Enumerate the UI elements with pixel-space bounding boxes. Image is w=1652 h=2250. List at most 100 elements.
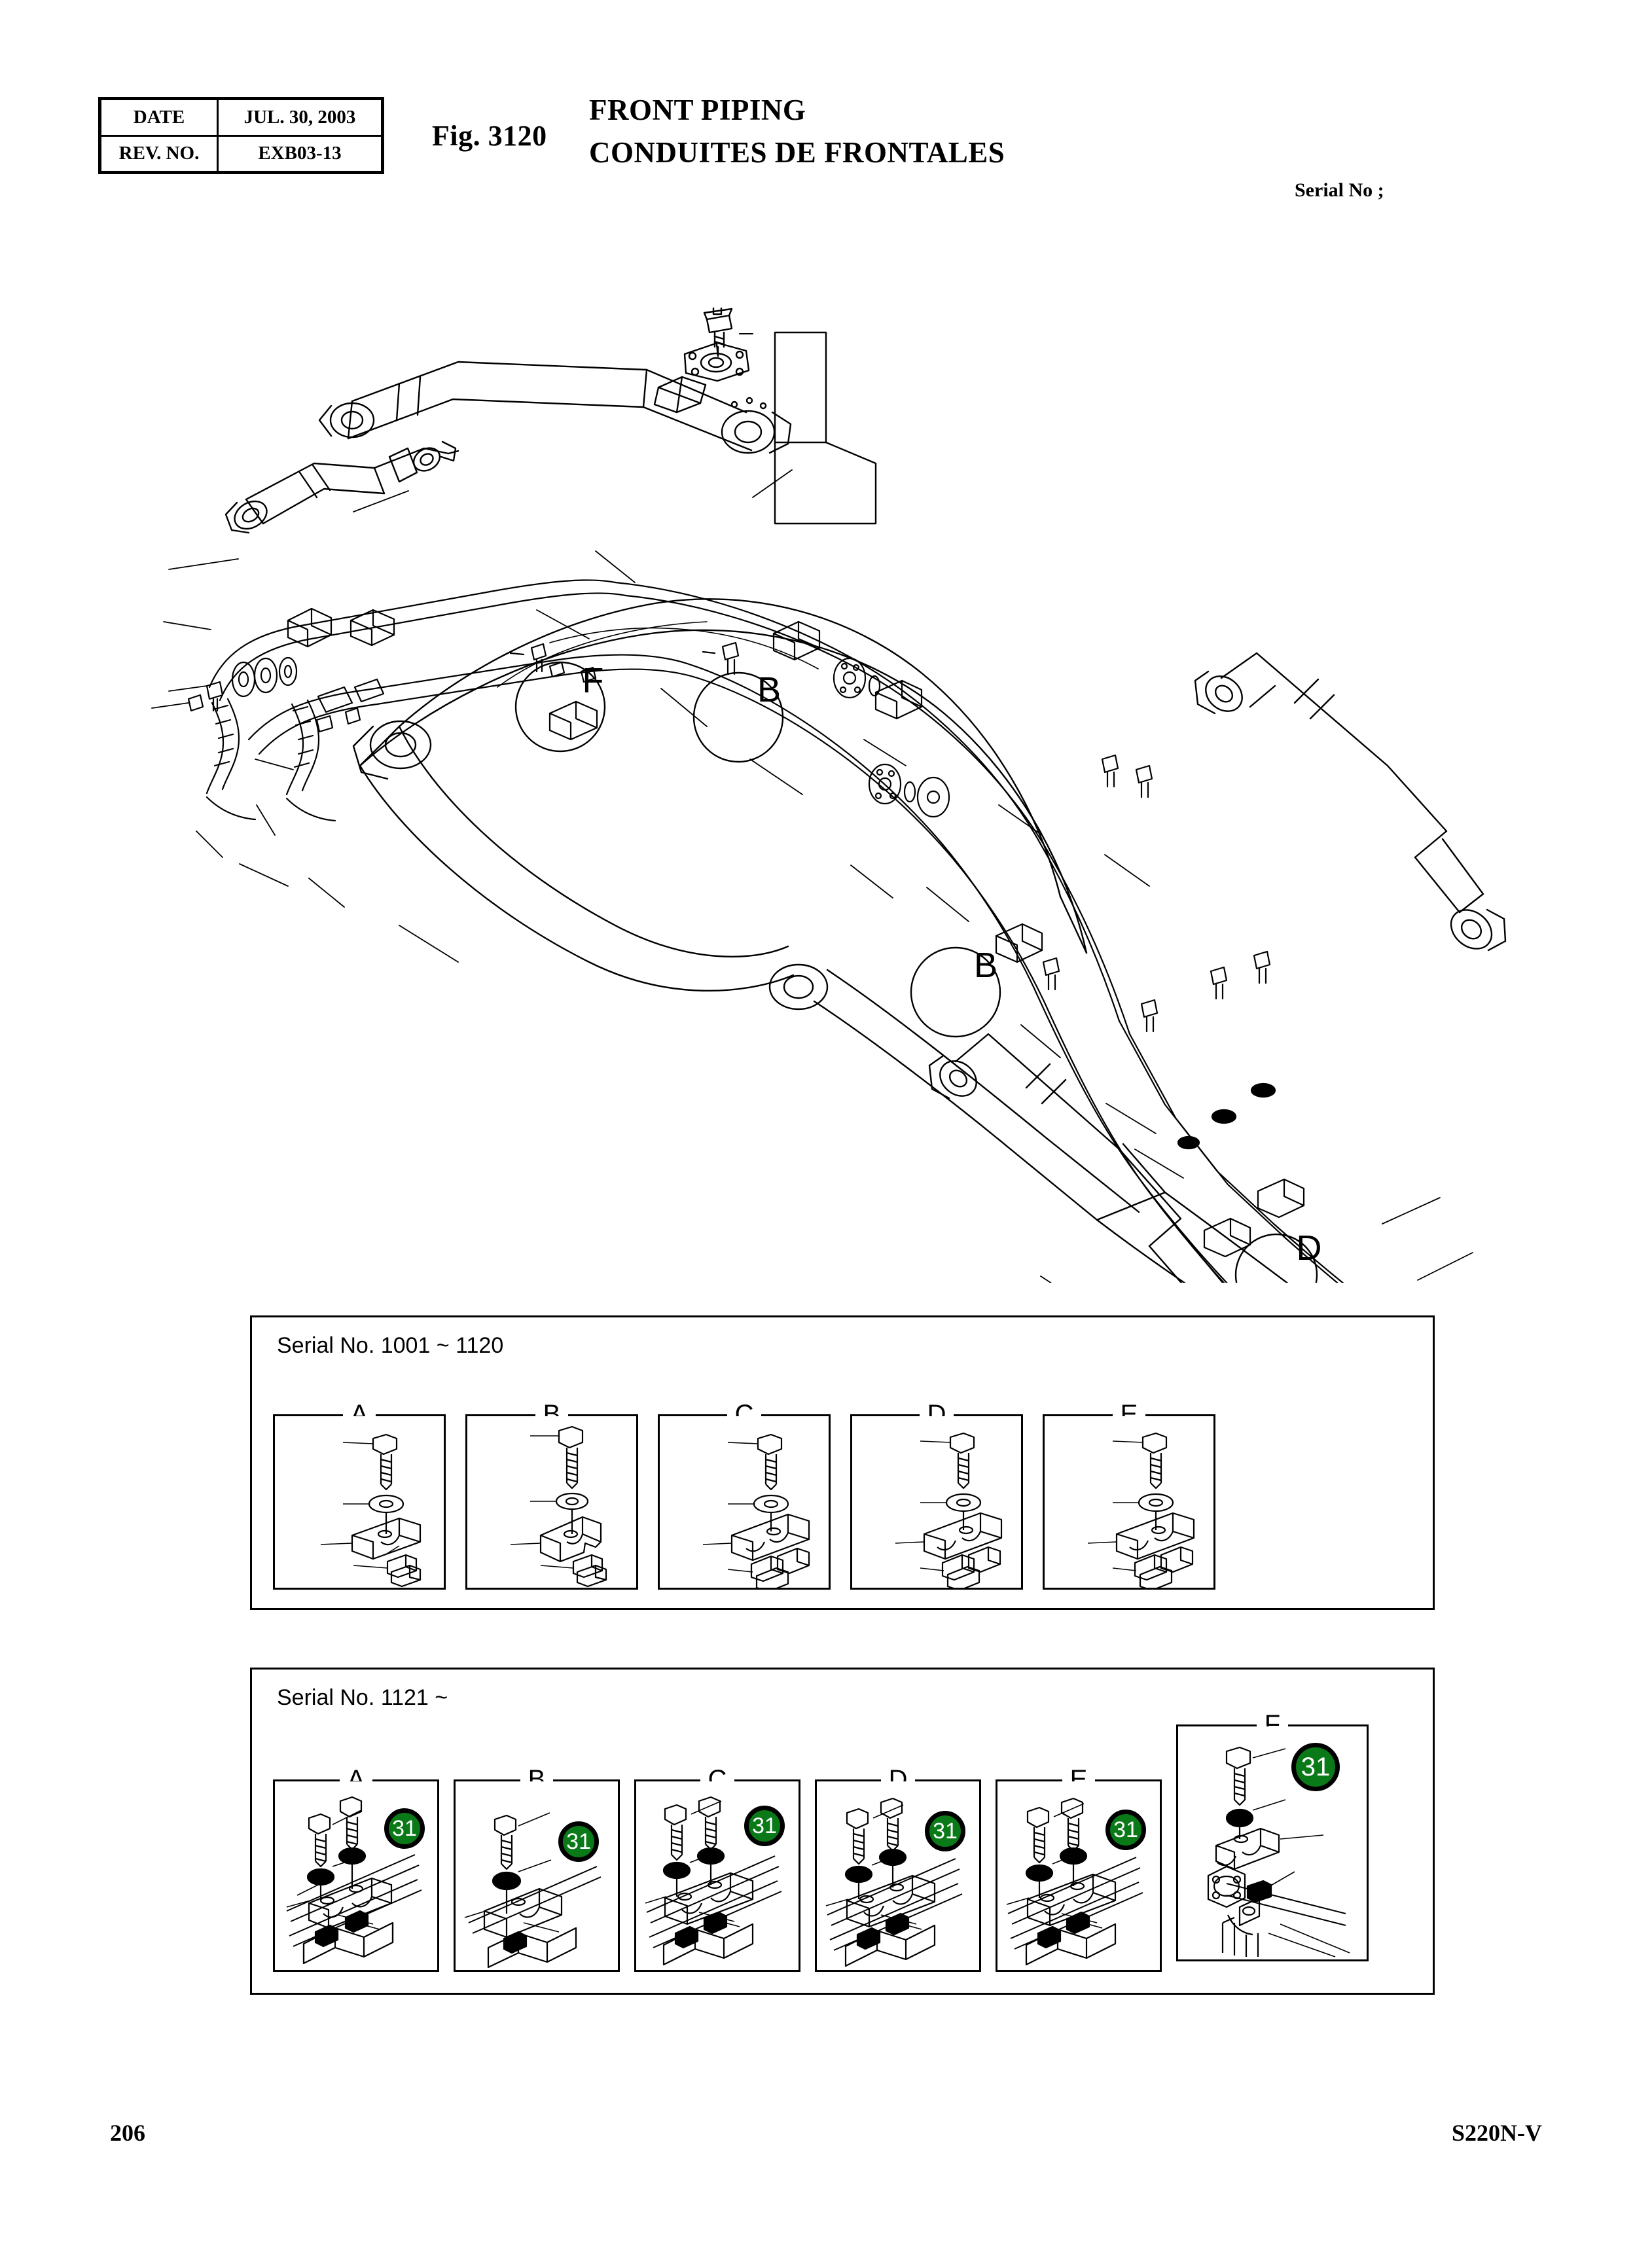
- clamp-installed-view: [636, 1781, 799, 1970]
- small-fasteners-along-piping: [509, 641, 1276, 1150]
- callout-letter-e: E: [1207, 1280, 1230, 1283]
- callout-letter-b-1: B: [757, 670, 781, 709]
- bucket-cylinder-upper-left: [224, 440, 459, 534]
- rule-left: [1043, 1414, 1113, 1416]
- fastener-cluster-left: [187, 656, 385, 822]
- washer: [555, 1492, 589, 1510]
- page-number: 206: [110, 2120, 145, 2146]
- reference-balloon-31[interactable]: 31: [744, 1806, 785, 1846]
- callout-letter-b-2: B: [974, 946, 997, 985]
- pipe-flange-couplings: [833, 657, 950, 818]
- rubber-bushing-halves: [941, 1546, 1001, 1588]
- panel-title-early: Serial No. 1001 ~ 1120: [277, 1333, 504, 1358]
- subpanel-row-late: A: [252, 1711, 1433, 1972]
- subpanel-box: [465, 1416, 638, 1590]
- figure-number: Fig. 3120: [432, 120, 547, 152]
- leader-lines: [895, 1440, 951, 1571]
- leader-lines: [1087, 1440, 1143, 1571]
- subpanel-box: [850, 1416, 1023, 1590]
- washer-dark-left: [1025, 1864, 1054, 1882]
- rule-left: [273, 1414, 343, 1416]
- subpanel-early-c: C: [658, 1401, 831, 1590]
- bucket-cylinder-lower: [928, 1033, 1224, 1283]
- subpanel-late-a: A: [273, 1766, 439, 1972]
- reference-balloon-31[interactable]: 31: [384, 1808, 425, 1849]
- clamp-exploded-view: [467, 1416, 636, 1588]
- rubber-bushing-halves: [1134, 1546, 1194, 1588]
- reference-balloon-31[interactable]: 31: [558, 1821, 599, 1862]
- hex-bolt: [1225, 1746, 1251, 1806]
- rule-right: [915, 1779, 982, 1781]
- washer: [945, 1493, 982, 1512]
- saddle-bracket: [487, 1927, 577, 1969]
- date-value: JUL. 30, 2003: [217, 98, 384, 137]
- detail-panel-early-serials: Serial No. 1001 ~ 1120 A: [250, 1315, 1435, 1610]
- revision-info-table: DATE JUL. 30, 2003 REV. NO. EXB03-13: [98, 97, 384, 174]
- leader-lines: [510, 1435, 574, 1569]
- rubber-bushing-halves: [572, 1554, 607, 1588]
- clamp-exploded-view: [275, 1416, 444, 1588]
- hose-clamp-blocks: [287, 607, 1305, 1258]
- table-row: DATE JUL. 30, 2003: [99, 98, 384, 137]
- hex-bolt-left: [1026, 1806, 1050, 1864]
- leader-lines: [320, 1442, 400, 1569]
- washer: [368, 1494, 404, 1514]
- leader-lines: [825, 1804, 922, 1930]
- page-title-english: FRONT PIPING: [589, 94, 806, 126]
- subpanel-box: [996, 1781, 1162, 1972]
- pipe-tubes: [468, 1866, 602, 1934]
- hex-bolt-left: [664, 1804, 687, 1861]
- rule-right: [1095, 1779, 1162, 1781]
- hex-bolt-right: [698, 1796, 721, 1851]
- mount-bracket-vertical: [1221, 1897, 1261, 1957]
- assembly-callout-labels: F B B D E A C: [583, 661, 1322, 1283]
- leader-lines: [151, 469, 1473, 1283]
- dipper-arm-structure: [1009, 1137, 1289, 1283]
- subpanel-box: [658, 1416, 831, 1590]
- callout-letter-d: D: [1297, 1228, 1322, 1268]
- rule-right: [1288, 1724, 1369, 1726]
- leader-lines: [464, 1812, 560, 1933]
- clamp-installed-view: [817, 1781, 979, 1970]
- rule-left: [815, 1779, 881, 1781]
- hex-bolt: [494, 1814, 517, 1870]
- hex-bolt: [372, 1433, 398, 1491]
- rubber-bushing-halves: [386, 1554, 422, 1588]
- rule-left: [996, 1779, 1062, 1781]
- rule-left: [850, 1414, 920, 1416]
- leader-lines: [1006, 1803, 1103, 1929]
- subpanel-early-e: E: [1043, 1401, 1215, 1590]
- reference-balloon-31[interactable]: 31: [1105, 1810, 1146, 1850]
- clamp-plate-angled: [539, 1510, 602, 1563]
- clamp-exploded-view: [1045, 1416, 1213, 1588]
- pipe-tube: [1226, 1883, 1346, 1926]
- boom-structure: [352, 598, 1088, 1151]
- subpanel-row-early: A: [252, 1401, 1433, 1590]
- revision-value: EXB03-13: [217, 134, 384, 173]
- rule-right: [553, 1779, 620, 1781]
- subpanel-box: [273, 1781, 439, 1972]
- model-code: S220N-V: [1451, 2120, 1542, 2146]
- rule-right: [1145, 1414, 1215, 1416]
- subpanel-late-f: F: [1176, 1711, 1369, 1961]
- clamp-plate-double: [730, 1512, 810, 1562]
- leader-lines: [286, 1810, 380, 1930]
- leader-lines: [1252, 1748, 1350, 1957]
- subpanel-early-d: D: [850, 1401, 1024, 1590]
- washer-dark-left: [306, 1868, 335, 1886]
- rule-left: [634, 1779, 700, 1781]
- bushing-outlines: [678, 1914, 725, 1940]
- subpanel-late-d: D: [815, 1766, 982, 1972]
- rule-left: [1176, 1724, 1257, 1726]
- assembly-callout-circles: [514, 661, 1318, 1283]
- hydraulic-piping-lines: [208, 579, 1344, 1283]
- reference-balloon-31[interactable]: 31: [1291, 1743, 1340, 1791]
- page-title-french: CONDUITES DE FRONTALES: [589, 136, 1005, 169]
- rule-left: [658, 1414, 727, 1416]
- subpanel-early-b: B: [465, 1401, 638, 1590]
- panel-title-late: Serial No. 1121 ~: [277, 1685, 448, 1710]
- clamp-installed-view: [456, 1781, 618, 1970]
- washer: [1138, 1493, 1174, 1512]
- reference-balloon-31[interactable]: 31: [925, 1811, 965, 1851]
